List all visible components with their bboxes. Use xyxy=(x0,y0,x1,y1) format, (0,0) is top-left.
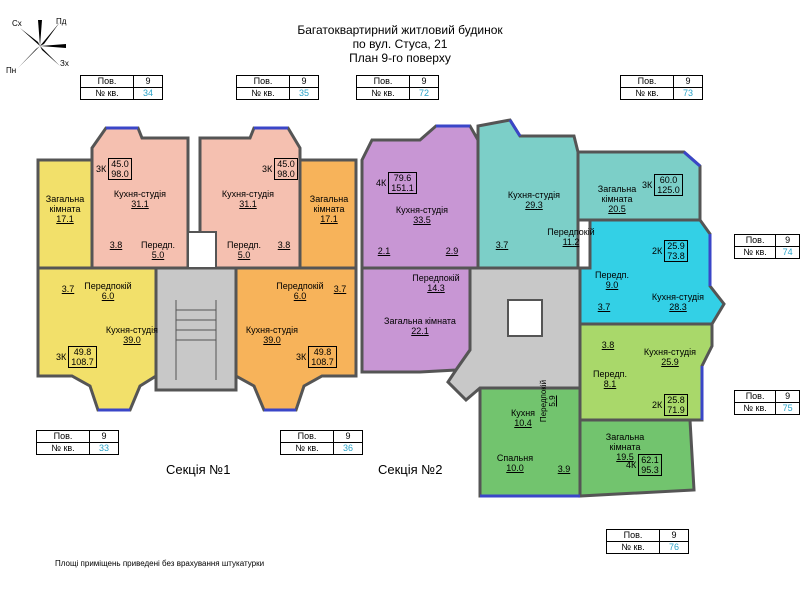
apartment-info-table: Пов.9 № кв.34 xyxy=(80,75,163,100)
room-label: Передп.8.1 xyxy=(593,369,627,389)
section-1-windows xyxy=(98,126,296,412)
apartment-info-table: Пов.9 № кв.73 xyxy=(620,75,703,100)
title-line-1: Багатоквартирний житловий будинок xyxy=(297,23,503,37)
apt-36-area xyxy=(234,266,358,412)
room-label: 2.9 xyxy=(445,246,459,256)
apt-73-living xyxy=(576,150,702,222)
title-line-2: по вул. Стуса, 21 xyxy=(352,37,448,51)
compass-label-sw: Пн xyxy=(6,66,17,75)
room-label: Передп.9.0 xyxy=(595,270,629,290)
compass-star-icon xyxy=(18,20,66,68)
room-label: 3.8 xyxy=(601,340,615,350)
apartment-info-table: Пов.9 № кв.33 xyxy=(36,430,119,455)
room-label: 3.7 xyxy=(597,302,611,312)
room-label: 3.7 xyxy=(495,240,509,250)
apartment-info-table: Пов.9 № кв.75 xyxy=(733,390,800,415)
title-line-3: План 9-го поверху xyxy=(349,51,451,65)
section-1-elevator xyxy=(187,231,217,269)
section-1-label: Секція №1 xyxy=(166,462,231,477)
section-2-label: Секція №2 xyxy=(378,462,443,477)
footer-note: Площі приміщень приведені без врахування… xyxy=(55,559,265,568)
compass-label-ne: Пд xyxy=(56,17,67,26)
apartment-info-table: Пов.9 № кв.35 xyxy=(236,75,319,100)
apt-76-kitchen xyxy=(478,386,582,498)
apartment-info-table: Пов.9 № кв.36 xyxy=(280,430,363,455)
room-label: Передп.5.0 xyxy=(141,240,175,260)
apt-74-area xyxy=(578,218,726,326)
section-2-windows xyxy=(436,119,712,498)
room-label: 2.1 xyxy=(377,246,391,256)
compass-label-se: Зх xyxy=(60,59,69,68)
section-2-elevator xyxy=(507,299,543,337)
room-label: Передп.5.0 xyxy=(227,240,261,260)
apt-76-living xyxy=(578,418,696,498)
compass-label-nw: Сх xyxy=(12,19,22,28)
apartment-info-table: Пов.9 № кв.74 xyxy=(733,234,800,259)
apartment-info-table: Пов.9 № кв.76 xyxy=(606,529,689,554)
room-label: 3.9 xyxy=(557,464,571,474)
room-label: 3.7 xyxy=(61,284,75,294)
section-1-stairs xyxy=(175,300,217,380)
room-label: 3.8 xyxy=(277,240,291,250)
room-label: 3.7 xyxy=(333,284,347,294)
apartment-info-table: Пов.9 № кв.72 xyxy=(356,75,439,100)
room-label: 3.8 xyxy=(109,240,123,250)
